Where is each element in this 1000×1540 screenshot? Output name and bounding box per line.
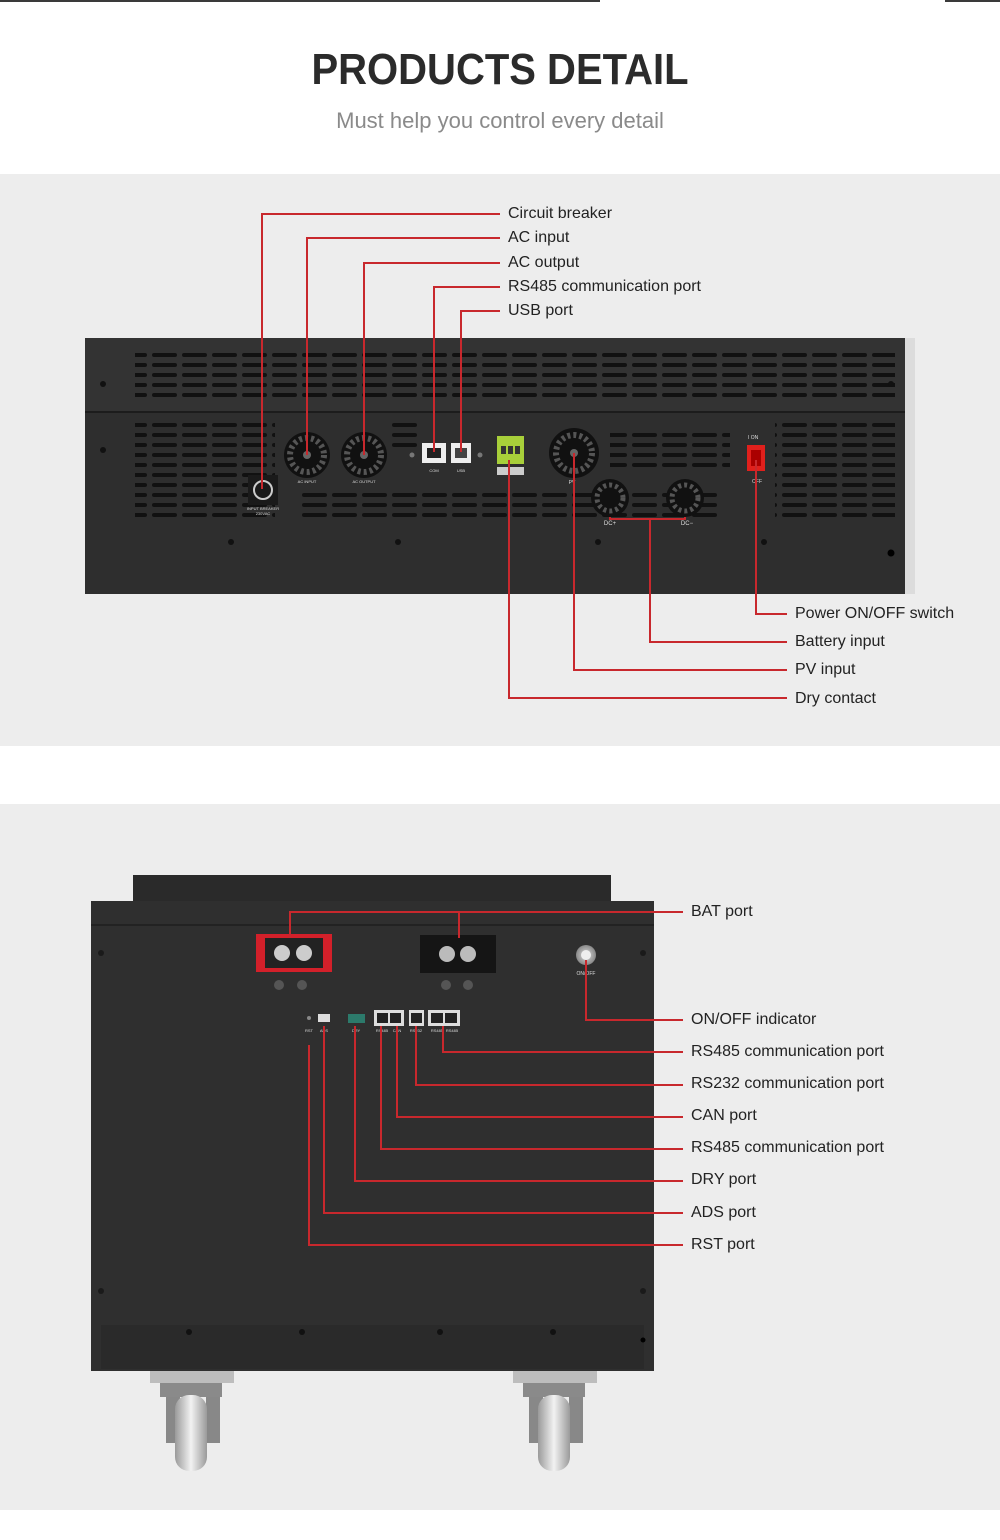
callout-usb-port: USB port	[508, 302, 573, 319]
callout-power-switch: Power ON/OFF switch	[795, 605, 955, 622]
callout-onoff-indicator: ON/OFF indicator	[691, 1011, 817, 1028]
battery-device	[91, 875, 654, 1371]
callout-bat-port: BAT port	[691, 903, 753, 920]
inverter-callout-lines	[261, 213, 787, 699]
com-text: COM	[429, 468, 438, 473]
top-border-line	[0, 0, 600, 2]
rs485-1-text: RS485	[431, 1028, 444, 1033]
rst-text: RST	[305, 1028, 314, 1033]
callout-circuit-breaker: Circuit breaker	[508, 205, 613, 222]
top-border-line-right	[945, 0, 1000, 2]
callout-rs485-port-1: RS485 communication port	[691, 1043, 884, 1060]
callout-can-port: CAN port	[691, 1107, 757, 1124]
callout-dry-contact: Dry contact	[795, 690, 876, 707]
callout-ac-input: AC input	[508, 229, 570, 246]
dc-plus-text: DC+	[604, 521, 617, 527]
breaker-rating-text: 230VAC	[256, 511, 271, 516]
input-breaker-text: INPUT BREAKER	[247, 506, 279, 511]
callout-pv-input: PV input	[795, 661, 856, 678]
battery-callout-lines	[289, 911, 683, 1246]
callout-ads-port: ADS port	[691, 1204, 756, 1221]
rs485-2-text: RS485	[446, 1028, 459, 1033]
callout-ac-output: AC output	[508, 254, 580, 271]
callout-rs232-port: RS232 communication port	[691, 1075, 884, 1092]
usb-text: USB	[457, 468, 466, 473]
callout-rs485-port-2: RS485 communication port	[691, 1139, 884, 1156]
page-subtitle: Must help you control every detail	[336, 108, 664, 133]
callout-battery-input: Battery input	[795, 633, 885, 650]
switch-on-text: I ON	[748, 435, 759, 441]
callout-dry-port: DRY port	[691, 1171, 757, 1188]
ac-output-text: AC OUTPUT	[352, 479, 376, 484]
caster-wheels	[150, 1371, 597, 1471]
dc-minus-text: DC−	[681, 521, 694, 527]
page-title: PRODUCTS DETAIL	[311, 46, 689, 94]
callout-rst-port: RST port	[691, 1236, 755, 1253]
rs485-text: RS485	[376, 1028, 389, 1033]
ac-input-text: AC INPUT	[298, 479, 317, 484]
callout-rs485-port: RS485 communication port	[508, 278, 701, 295]
dry-text: DRY	[352, 1028, 361, 1033]
pv-text: PV	[569, 480, 576, 486]
